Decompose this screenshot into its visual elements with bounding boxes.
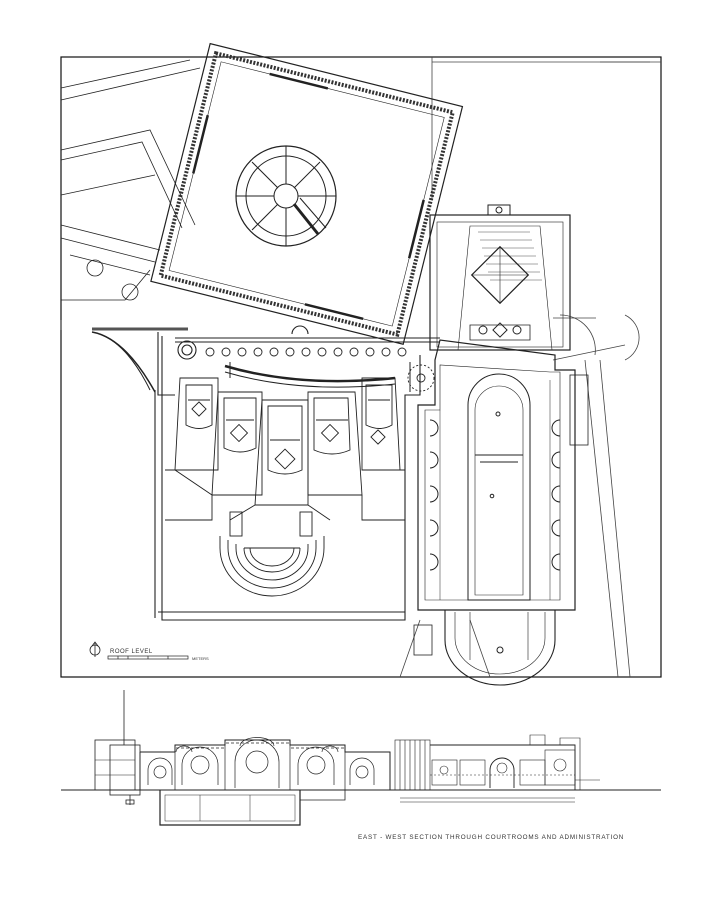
tower-block-parapet <box>158 50 456 337</box>
courtroom-2 <box>211 391 263 496</box>
plan-border <box>60 56 662 678</box>
drum-roof <box>235 145 337 247</box>
courtroom-4 <box>307 391 363 496</box>
roof-level-label: ROOF LEVEL <box>110 649 153 655</box>
tower-block-outline <box>150 42 464 345</box>
curved-truss <box>224 362 411 392</box>
colonnade <box>205 347 435 392</box>
tower-block <box>150 42 464 345</box>
courtroom-fan <box>165 377 406 521</box>
roof-plan: ROOF LEVEL METERS <box>60 42 662 686</box>
amphitheatre <box>219 511 325 597</box>
scale-bar <box>107 655 189 660</box>
courtroom-5 <box>361 377 401 471</box>
adjacent-roofs <box>60 59 201 301</box>
courthouse-outline <box>91 325 440 621</box>
north-arrow-icon <box>89 641 101 657</box>
section-caption: EAST - WEST SECTION THROUGH COURTROOMS A… <box>358 834 624 841</box>
east-west-section <box>61 690 661 826</box>
courtroom-1 <box>174 377 219 471</box>
scale-unit-label: METERS <box>192 656 209 661</box>
section-vaults <box>147 737 375 790</box>
courtroom-3 <box>254 399 309 506</box>
site-lines <box>60 57 661 678</box>
administration-wing <box>413 204 589 686</box>
section-administration <box>394 734 600 803</box>
